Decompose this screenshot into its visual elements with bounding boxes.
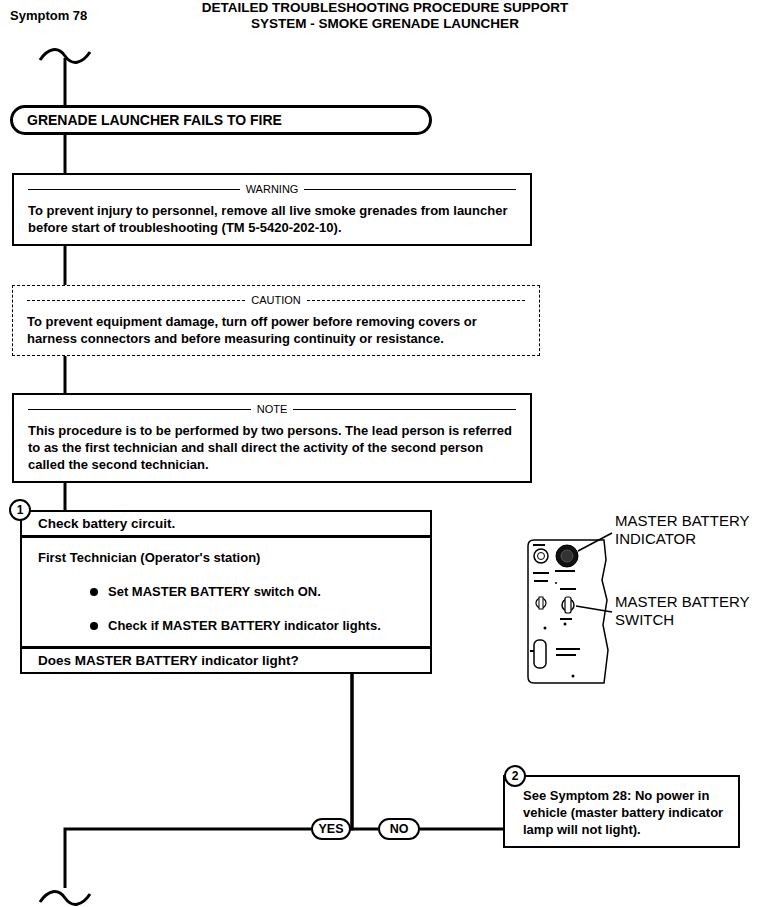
start-box: GRENADE LAUNCHER FAILS TO FIRE <box>10 105 432 135</box>
control-panel-illustration <box>528 533 612 683</box>
caution-box: CAUTION To prevent equipment damage, turn… <box>12 285 540 356</box>
leader-line <box>576 606 612 612</box>
knob <box>534 549 548 563</box>
box-heading-row: NOTE <box>28 401 516 418</box>
part-label: MASTER BATTERY SWITCH <box>615 593 765 629</box>
box-heading-row: CAUTION <box>27 292 525 309</box>
reference-box: See Symptom 28: No power in vehicle (mas… <box>503 775 740 848</box>
box-text: NO <box>380 820 418 838</box>
box-text: GRENADE LAUNCHER FAILS TO FIRE <box>27 112 415 128</box>
connector-line <box>64 483 67 510</box>
symptom-number: Symptom 78 <box>10 8 87 23</box>
box-text: To prevent injury to personnel, remove a… <box>28 202 516 236</box>
bullet-item: Check if MASTER BATTERY indicator lights… <box>38 618 430 634</box>
panel-marks <box>530 544 580 678</box>
panel-outline <box>528 540 608 683</box>
part-label: MASTER BATTERY INDICATOR <box>615 512 765 548</box>
step-text: First Technician (Operator's station) <box>22 538 430 566</box>
warning-box: WARNING To prevent injury to personnel, r… <box>12 173 532 246</box>
box-heading: CAUTION <box>245 292 307 309</box>
box-text: YES <box>313 820 349 838</box>
callout-number: 1 <box>9 499 31 521</box>
fuel-pump-switch <box>534 640 546 668</box>
break-symbol <box>40 50 90 63</box>
step-heading: Check battery circuit. <box>22 512 430 538</box>
flow-connector <box>65 135 66 173</box>
indicator-lamp <box>556 545 578 567</box>
connector-line <box>64 246 67 285</box>
yes-branch-line <box>65 829 311 888</box>
switch <box>536 598 546 608</box>
flow-connector <box>352 674 378 829</box>
box-heading: WARNING <box>240 181 305 198</box>
flow-connector <box>65 246 66 285</box>
switch-lever <box>539 597 543 609</box>
flow-connector <box>65 356 66 393</box>
box-heading-row: WARNING <box>28 181 516 198</box>
box-text: See Symptom 28: No power in vehicle (mas… <box>523 787 730 838</box>
bullet-item: Set MASTER BATTERY switch ON. <box>38 584 430 600</box>
flow-connector <box>65 483 66 510</box>
callout-number: 2 <box>504 765 526 787</box>
break-symbol <box>40 892 90 905</box>
box-text: This procedure is to be performed by two… <box>28 422 516 473</box>
leader-line <box>578 533 612 551</box>
page-title: DETAILED TROUBLESHOOTING PROCEDURE SUPPO… <box>183 0 587 32</box>
note-box: NOTE This procedure is to be performed by… <box>12 393 532 483</box>
knob <box>538 553 545 560</box>
connector-line <box>64 135 67 173</box>
indicator-lamp <box>561 550 573 562</box>
connector-line <box>352 674 378 829</box>
decision-oval: YES <box>311 818 351 840</box>
entry-line <box>64 58 67 105</box>
connector-line <box>420 828 503 831</box>
box-text: To prevent equipment damage, turn off po… <box>27 313 525 347</box>
connector-line <box>64 356 67 393</box>
decision-oval: NO <box>378 818 420 840</box>
flow-connector <box>420 829 503 830</box>
box-heading: NOTE <box>251 401 294 418</box>
question: Does MASTER BATTERY indicator light? <box>22 646 430 672</box>
step-box: Check battery circuit.First Technician (… <box>20 510 432 674</box>
master-switch-lever <box>565 597 571 613</box>
